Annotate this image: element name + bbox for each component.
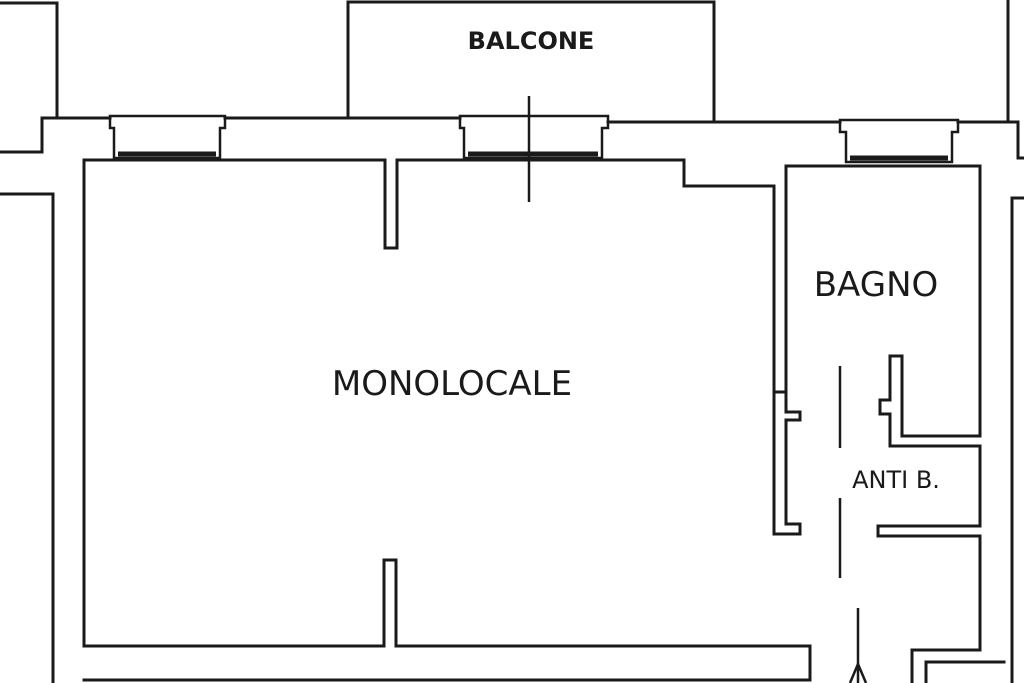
label-bagno: BAGNO [814,265,939,305]
label-balcone: BALCONE [468,27,595,55]
exterior-wall-right-top [1016,120,1024,160]
left-neighbour-wall-top [0,1,59,154]
label-monolocale: MONOLOCALE [332,364,572,404]
window-right [838,118,960,164]
monolocale-west-wall [82,158,812,682]
entrance-arrow [848,660,868,683]
balcony-outline [346,0,716,124]
left-neighbour-wall-bottom [0,192,55,683]
monolocale-walls [82,158,802,536]
window-center [458,114,610,160]
exterior-wall-top [55,116,1020,124]
label-anti-bagno: ANTI B. [852,466,940,494]
exterior-wall-right [1010,196,1024,683]
window-left [108,114,227,160]
bagno-walls [784,164,982,448]
anti-bagno-walls [876,444,1006,683]
